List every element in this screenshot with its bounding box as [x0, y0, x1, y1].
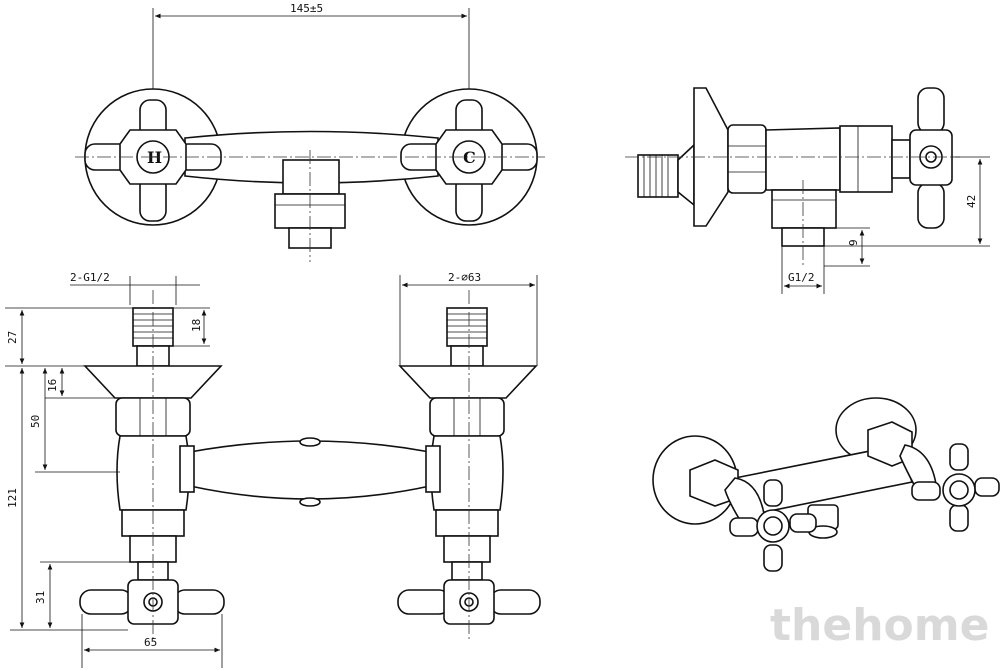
dim-50: 50	[29, 415, 42, 428]
dim-flange-dia: 2-∅63	[448, 271, 481, 284]
hot-label: H	[147, 148, 162, 167]
dim-thread-left: 2-G1/2	[70, 271, 110, 284]
cold-label: C	[463, 148, 476, 167]
dim-18: 18	[190, 319, 203, 332]
dim-side-thread: G1/2	[788, 271, 815, 284]
dim-top-width: 145±5	[290, 2, 323, 15]
dim-27: 27	[6, 331, 19, 344]
side-view: 42 9 G1/2	[625, 87, 990, 294]
front-view: 2-G1/2 2-∅63 27 18 16 50 121 31	[5, 271, 541, 668]
dim-16: 16	[46, 379, 59, 392]
handle-hot-iso	[729, 479, 817, 572]
dim-9: 9	[847, 239, 860, 246]
handle-cold-iso	[911, 443, 1000, 532]
dim-31: 31	[34, 591, 47, 604]
dim-65: 65	[144, 636, 157, 649]
dim-42: 42	[965, 195, 978, 208]
top-view: 145±5 H C	[75, 2, 545, 262]
isometric-view	[652, 397, 1000, 572]
dim-121: 121	[6, 488, 19, 508]
watermark: thehome	[770, 600, 989, 651]
